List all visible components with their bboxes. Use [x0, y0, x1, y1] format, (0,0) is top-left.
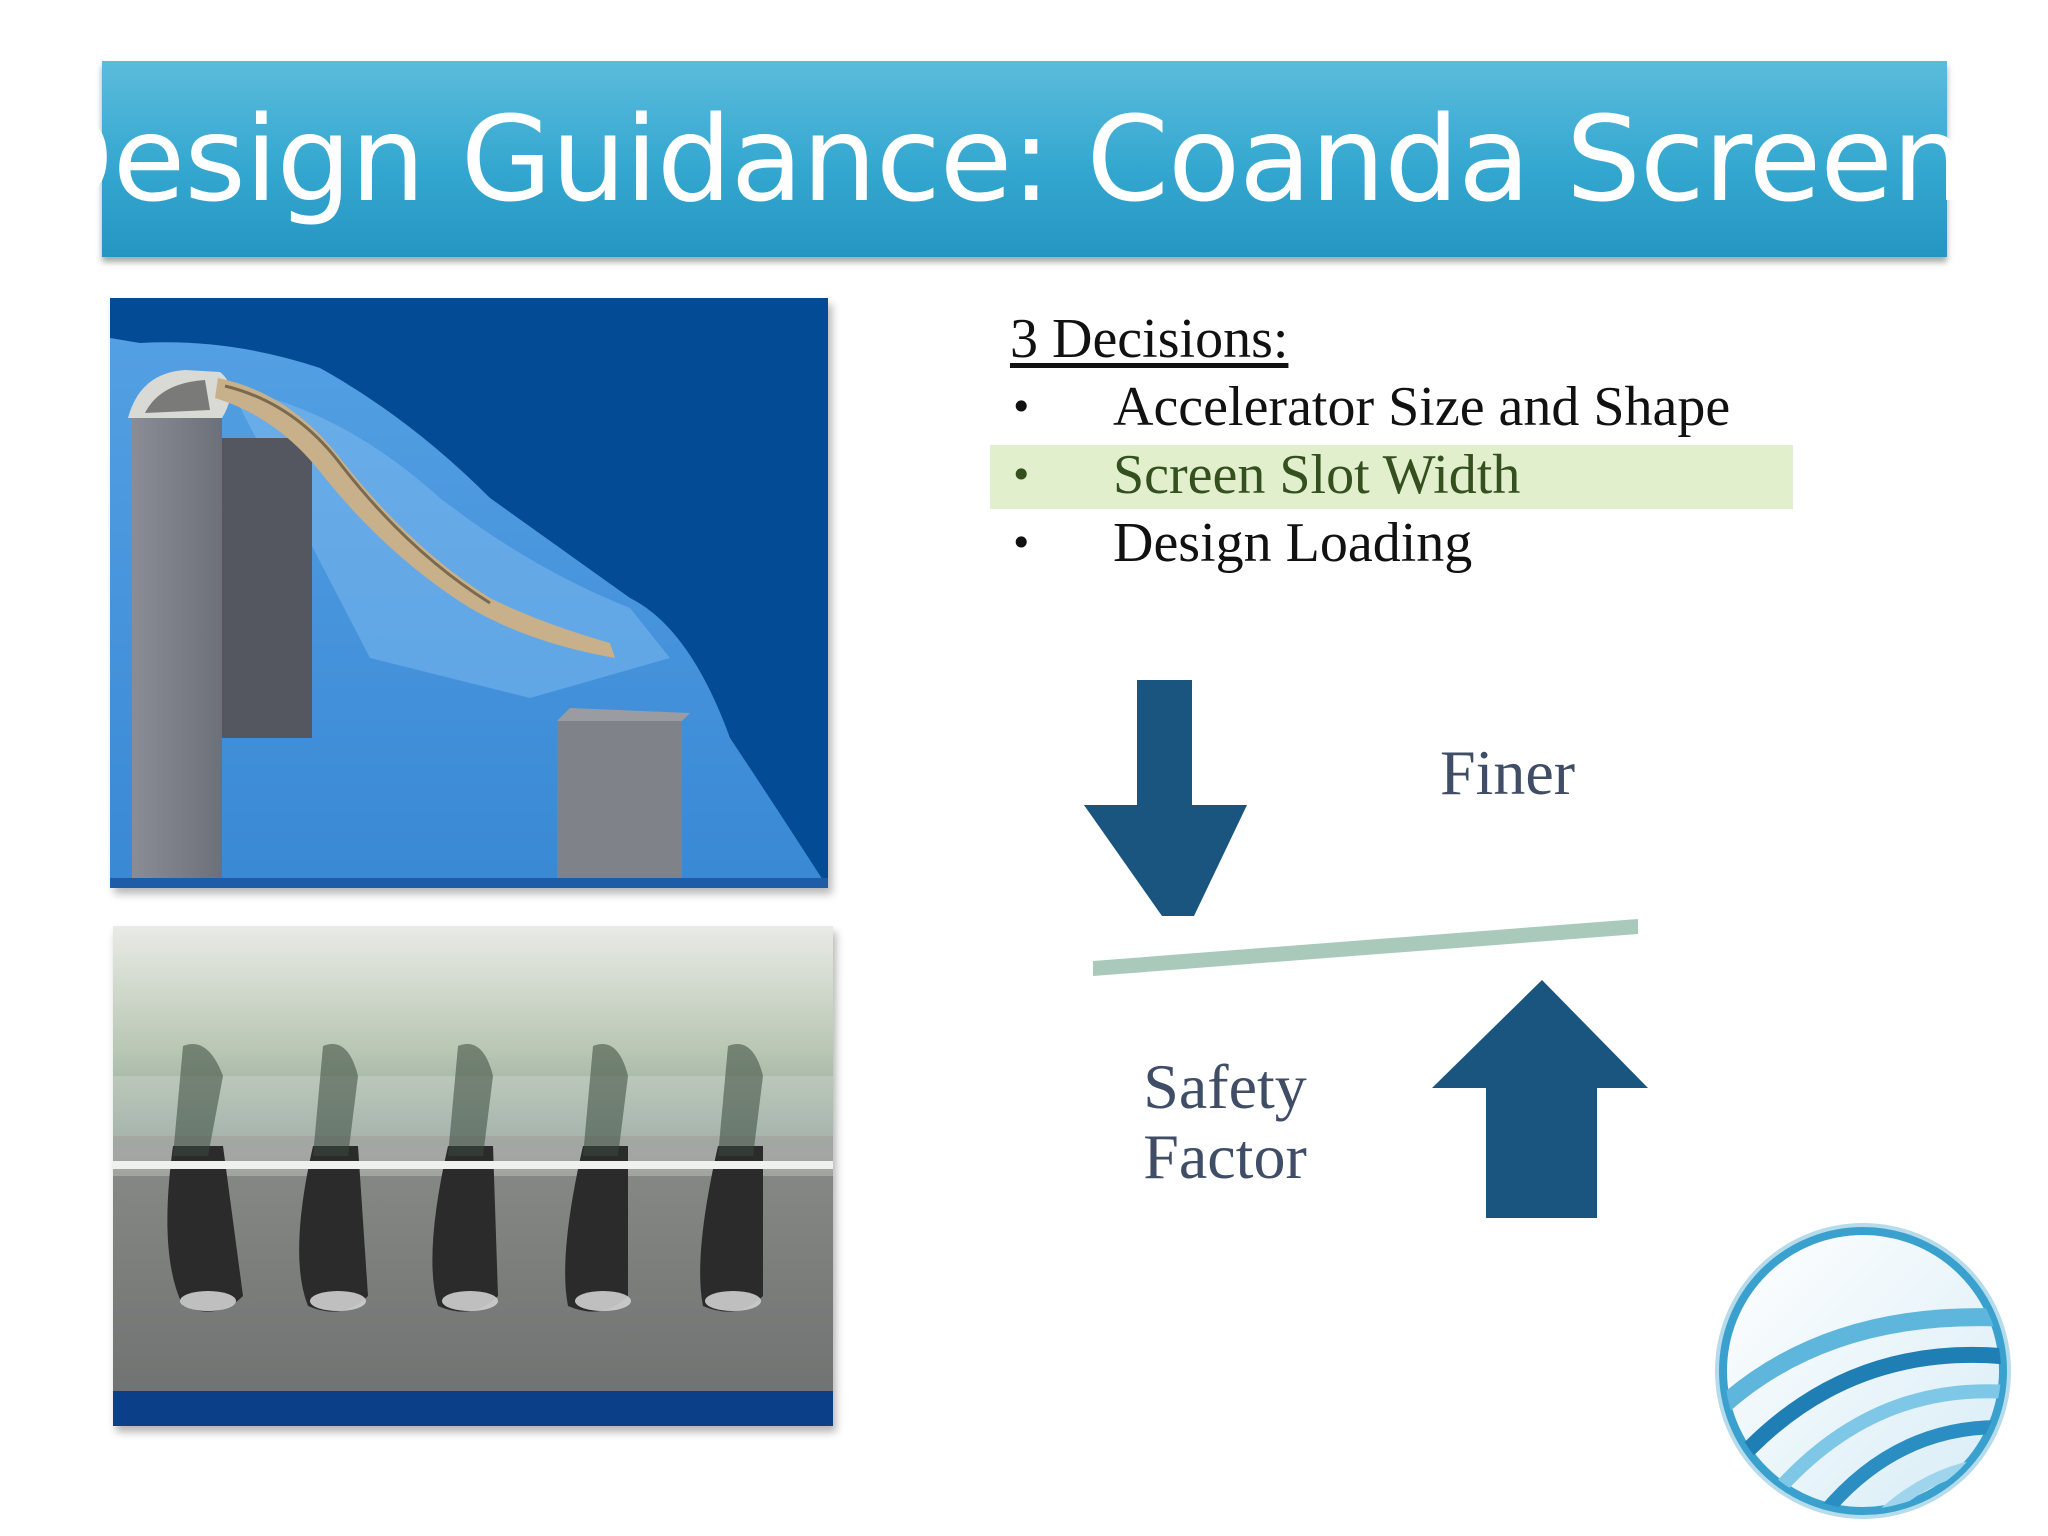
decision-label: Design Loading — [1113, 512, 1473, 574]
bullet: • — [1010, 521, 1033, 565]
decision-label: Accelerator Size and Shape — [1113, 376, 1731, 438]
bullet: • — [1010, 385, 1033, 429]
decisions-list: 3 Decisions: • Accelerator Size and Shap… — [990, 305, 1793, 577]
down-arrow-icon-tip — [1084, 805, 1247, 916]
coanda-render-image — [110, 298, 828, 888]
bullet: • — [1010, 453, 1033, 497]
finer-label: Finer — [1440, 737, 1576, 808]
decision-label: Screen Slot Width — [1113, 444, 1521, 506]
tradeoff-diagram — [1084, 680, 1648, 1218]
slide-title: Design Guidance: Coanda Screens — [22, 90, 2027, 228]
safety-factor-line1: Safety — [1143, 1051, 1307, 1122]
decisions-heading: 3 Decisions: — [1010, 308, 1289, 370]
decision-item: • Design Loading — [1010, 509, 1790, 577]
balance-beam — [1093, 919, 1638, 976]
title-banner: Design Guidance: Coanda Screens — [22, 61, 2027, 257]
decision-item-highlighted: • Screen Slot Width — [990, 441, 1793, 509]
swirl-logo-icon — [1715, 1223, 2011, 1519]
up-arrow-icon — [1432, 980, 1648, 1218]
safety-factor-label: Safety Factor — [1130, 1052, 1320, 1192]
safety-factor-line2: Factor — [1143, 1121, 1307, 1192]
screen-closeup-image — [113, 926, 833, 1426]
decision-item: • Accelerator Size and Shape — [1010, 373, 1790, 441]
